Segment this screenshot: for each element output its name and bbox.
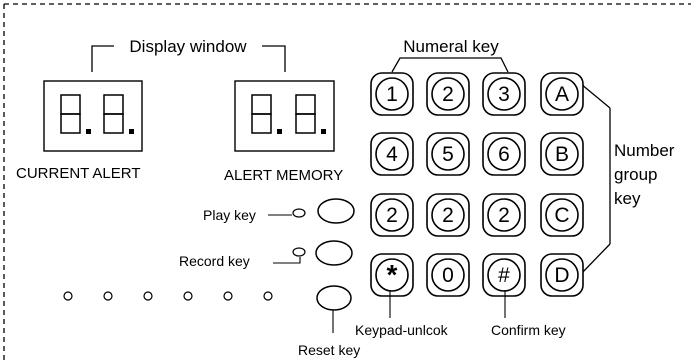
key-row3-2[interactable]: 2	[426, 193, 470, 237]
current-alert-label: CURRENT ALERT	[16, 165, 140, 182]
play-key-button[interactable]	[317, 198, 355, 224]
key-label: 1	[386, 83, 398, 106]
key-row2-1[interactable]: 4	[370, 132, 414, 176]
key-row2-4[interactable]: B	[540, 132, 584, 176]
record-key-button[interactable]	[315, 240, 353, 266]
key-row2-3[interactable]: 6	[482, 132, 526, 176]
record-key-leader	[273, 257, 301, 264]
indicator-led	[183, 291, 193, 301]
key-label: 4	[386, 143, 398, 166]
confirm-key-label: Confirm key	[491, 322, 566, 338]
key-label: 0	[442, 264, 454, 287]
display-window-label: Display window	[129, 37, 247, 56]
numeral-key-bracket	[391, 57, 509, 73]
alert-memory-label: ALERT MEMORY	[224, 167, 343, 184]
key-label: C	[554, 204, 569, 227]
play-key-label: Play key	[203, 207, 256, 223]
number-group-key-label-line1: Number	[614, 141, 675, 160]
key-row4-2[interactable]: 0	[426, 253, 470, 297]
key-label: *	[387, 259, 398, 290]
key-row1-2[interactable]: 2	[426, 72, 470, 116]
key-row3-3[interactable]: 2	[482, 193, 526, 237]
indicator-leds	[63, 291, 273, 301]
indicator-led	[143, 291, 153, 301]
key-label: A	[555, 83, 569, 106]
key-row2-2[interactable]: 5	[426, 132, 470, 176]
number-group-bracket	[579, 83, 611, 276]
key-row3-1[interactable]: 2	[370, 193, 414, 237]
key-label: 3	[498, 83, 510, 106]
key-row4-4[interactable]: D	[540, 253, 584, 297]
key-row4-1[interactable]: *	[370, 253, 414, 297]
key-label: B	[555, 143, 569, 166]
key-label: 6	[498, 143, 510, 166]
key-row1-1[interactable]: 1	[370, 72, 414, 116]
indicator-led	[63, 291, 73, 301]
key-row3-4[interactable]: C	[540, 193, 584, 237]
key-label: 2	[386, 204, 398, 227]
numeral-key-label: Numeral key	[403, 37, 499, 56]
indicator-led	[223, 291, 233, 301]
key-label: 5	[442, 143, 454, 166]
play-key-led	[292, 208, 306, 218]
key-row4-3[interactable]: #	[482, 253, 526, 297]
key-label: 2	[442, 204, 454, 227]
number-group-key-label-line3: key	[614, 189, 641, 208]
key-label: 2	[498, 204, 510, 227]
display-window-bracket	[91, 45, 286, 72]
keypad-unlock-label: Keypad-unlcok	[355, 322, 449, 338]
record-key-led	[292, 247, 306, 257]
number-group-key-label-line2: group	[614, 165, 657, 184]
reset-key-label: Reset key	[298, 342, 360, 358]
key-label: 2	[442, 83, 454, 106]
record-key-label: Record key	[179, 253, 250, 269]
alert-memory-display	[234, 80, 335, 152]
current-alert-display	[43, 80, 143, 152]
key-row1-3[interactable]: 3	[482, 72, 526, 116]
key-row1-4[interactable]: A	[540, 72, 584, 116]
indicator-led	[263, 291, 273, 301]
reset-key-button[interactable]	[316, 285, 352, 311]
indicator-led	[103, 291, 113, 301]
key-label: D	[554, 264, 569, 287]
key-label: #	[498, 264, 510, 287]
